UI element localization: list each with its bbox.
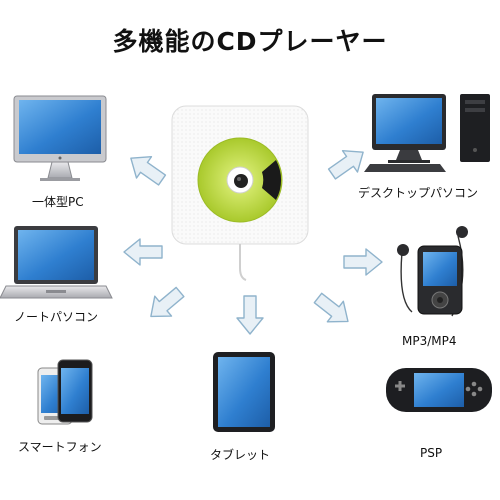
arrow-to-tablet [236, 295, 264, 335]
desktop-tower-label: デスクトップパソコン [358, 186, 479, 200]
desktop-tower-icon [364, 94, 490, 172]
desktop-pc-icon [13, 95, 107, 181]
tablet-icon [213, 352, 275, 432]
cd-disc [197, 137, 283, 223]
arrow-to-desktop-tower [327, 150, 364, 180]
arrow-to-desktop-pc [130, 156, 167, 186]
arrow-to-smartphone [150, 286, 185, 318]
power-cord [239, 244, 247, 281]
arrow-to-psp [313, 292, 349, 323]
psp-label: PSP [420, 446, 443, 460]
psp-icon [386, 368, 492, 412]
smartphone-icon [37, 359, 93, 425]
arrow-to-laptop [123, 238, 163, 266]
desktop-pc-label: 一体型PC [32, 195, 84, 209]
laptop-label: ノートパソコン [14, 310, 99, 324]
page-title: 多機能のCDプレーヤー [112, 27, 388, 56]
tablet-label: タブレット [210, 448, 271, 462]
laptop-icon [0, 226, 113, 299]
cd-player [171, 105, 309, 281]
mp3-player-icon [397, 226, 468, 317]
arrow-to-mp3-player [343, 248, 383, 276]
smartphone-label: スマートフォン [18, 440, 102, 454]
mp3-player-label: MP3/MP4 [402, 334, 457, 348]
